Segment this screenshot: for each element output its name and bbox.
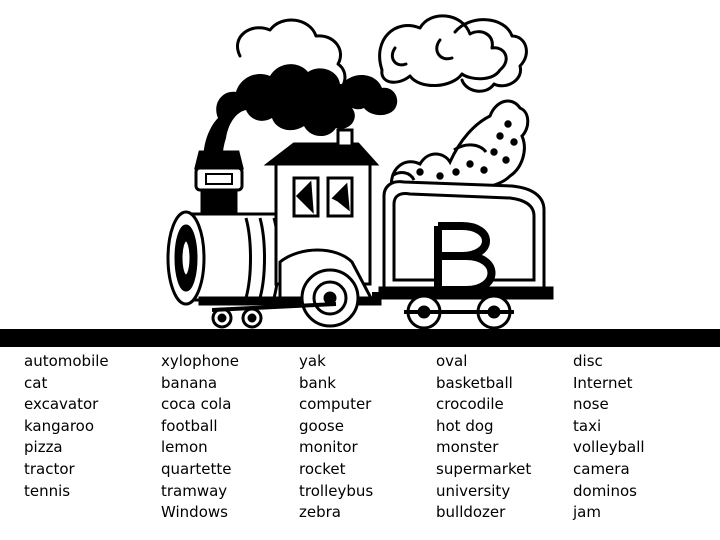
word: Windows	[161, 503, 228, 522]
word: quartette	[161, 459, 232, 478]
word: jam	[573, 503, 601, 522]
word: tractor	[24, 459, 75, 478]
word: university	[436, 481, 511, 500]
chimney	[194, 150, 244, 218]
word: monitor	[299, 438, 358, 457]
word-columns: automobile cat excavator kangaroo pizza …	[0, 351, 720, 536]
steam-cloud-outline	[236, 18, 347, 96]
word: taxi	[573, 416, 602, 435]
word-column: xylophone banana coca cola football lemo…	[161, 351, 293, 524]
word: supermarket	[436, 459, 532, 478]
word: pizza	[24, 438, 63, 457]
smoke-plume	[340, 74, 398, 116]
word: cat	[24, 373, 48, 392]
word: oval	[436, 352, 468, 370]
divider-bar	[0, 329, 720, 347]
wagon-cargo	[389, 99, 530, 192]
word-column: yak bank computer goose monitor rocket t…	[299, 351, 431, 524]
word: zebra	[299, 503, 341, 522]
word: coca cola	[161, 395, 232, 414]
word: volleyball	[573, 438, 645, 457]
word: trolleybus	[299, 481, 374, 500]
steam-cloud-outline	[390, 46, 408, 67]
word: bank	[299, 373, 336, 392]
word: Internet	[573, 373, 633, 392]
word: hot dog	[436, 416, 494, 435]
steam-cloud-outline	[378, 14, 508, 88]
word-column: oval basketball crocodile hot dog monste…	[436, 351, 568, 524]
word: computer	[299, 395, 372, 414]
word: automobile	[24, 352, 109, 370]
word: bulldozer	[436, 503, 506, 522]
word-column: disc Internet nose taxi volleyball camer…	[573, 351, 705, 524]
word: lemon	[161, 438, 208, 457]
word: tennis	[24, 481, 71, 500]
word: tramway	[161, 481, 228, 500]
word: disc	[573, 352, 603, 370]
word: rocket	[299, 459, 346, 478]
word: xylophone	[161, 352, 240, 370]
wagon-letter-b	[434, 222, 496, 294]
word-column: automobile cat excavator kangaroo pizza …	[24, 351, 156, 502]
word: camera	[573, 459, 630, 478]
word: crocodile	[436, 395, 504, 414]
word: monster	[436, 438, 499, 457]
word: basketball	[436, 373, 513, 392]
steam-cloud-outline	[435, 38, 454, 61]
train-illustration	[166, 14, 554, 330]
word: yak	[299, 352, 326, 370]
word: banana	[161, 373, 218, 392]
word: nose	[573, 395, 609, 414]
word: goose	[299, 416, 344, 435]
smoke-plume	[203, 64, 356, 172]
word: kangaroo	[24, 416, 95, 435]
word: football	[161, 416, 218, 435]
locomotive-wheels	[211, 268, 360, 329]
wagon-wheels	[404, 294, 514, 330]
steam-cloud-outline	[453, 18, 528, 93]
word: dominos	[573, 481, 637, 500]
word: excavator	[24, 395, 99, 414]
